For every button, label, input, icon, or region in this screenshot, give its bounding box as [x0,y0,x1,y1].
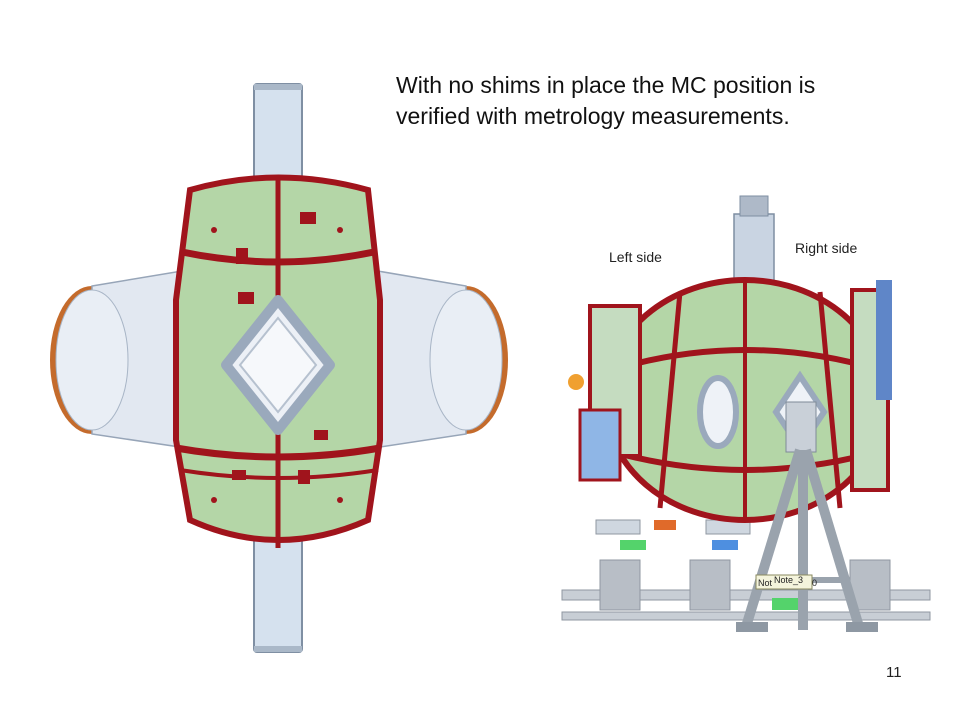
note-tag-not: Not [758,578,773,588]
note-tag-label: Note_3 [774,575,803,585]
slide-title-line-2: verified with metrology measurements. [396,103,790,129]
note-tag-zero: 0 [812,578,817,588]
label-left-side: Left side [609,249,662,265]
right-port-cone [359,267,508,451]
page-number: 11 [886,664,902,681]
tripod-stand [736,401,878,632]
perspective-shell-body [568,277,892,523]
support-rails [561,519,931,621]
label-right-side: Right side [795,240,858,256]
slide-title-line-1: With no shims in place the MC position i… [396,72,816,98]
slide-title: With no shims in place the MC position i… [396,70,916,132]
note-tag-box [755,574,813,590]
center-diamond-port [221,295,335,435]
